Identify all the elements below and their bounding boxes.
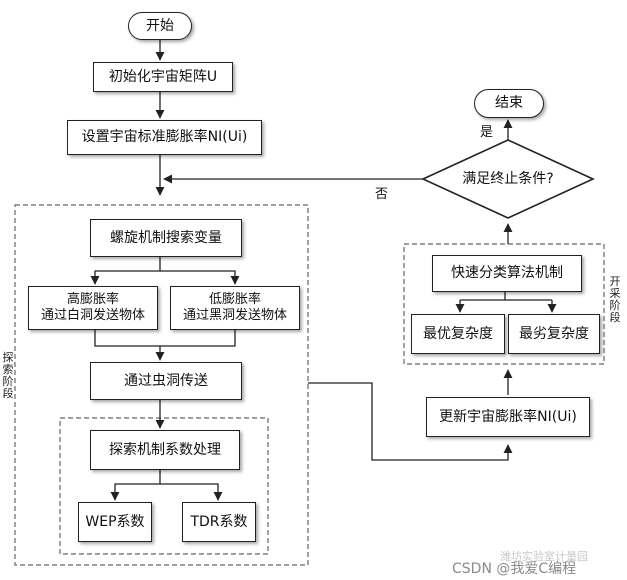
low-rate-label: 低膨胀率 通过黑洞发送物体: [182, 292, 287, 323]
end-node: 结束: [474, 89, 544, 118]
set-rate-label: 设置宇宙标准膨胀率NI(Ui): [81, 129, 248, 145]
fast-sort-node: 快速分类算法机制: [432, 255, 582, 292]
explore-coef-subgroup-frame: [59, 417, 269, 555]
decision-label: 满足终止条件?: [462, 170, 554, 187]
explore-group-label: 探索阶段: [2, 351, 14, 400]
tdr-label: TDR系数: [190, 513, 248, 530]
faint-watermark: 潍坊实验室计量园: [500, 550, 588, 563]
high-rate-node: 高膨胀率 通过白洞发送物体: [28, 286, 158, 330]
no-label: 否: [375, 187, 389, 202]
arrow-spiral-high: [90, 257, 161, 285]
exploit-group-frame: [403, 243, 605, 365]
update-rate-node: 更新宇宙膨胀率NI(Ui): [426, 397, 590, 437]
wormhole-node: 通过虫洞传送: [90, 362, 242, 400]
fast-sort-label: 快速分类算法机制: [451, 265, 563, 281]
init-label: 初始化宇宙矩阵U: [108, 68, 218, 85]
explore-coef-node: 探索机制系数处理: [90, 430, 240, 470]
worst-node: 最劣复杂度: [508, 314, 600, 354]
arrow-coef-wep: [110, 470, 161, 501]
explore-coef-label: 探索机制系数处理: [109, 441, 221, 458]
spiral-label: 螺旋机制搜索变量: [110, 229, 222, 246]
init-node: 初始化宇宙矩阵U: [93, 62, 233, 92]
exploit-group-label: 开采阶段: [609, 275, 621, 324]
decision-diamond: [421, 139, 595, 219]
tdr-node: TDR系数: [182, 502, 256, 542]
explore-group-frame: [14, 204, 309, 566]
wormhole-label: 通过虫洞传送: [124, 372, 208, 389]
arrow-explore-update: [308, 382, 513, 461]
wep-node: WEP系数: [78, 502, 152, 542]
wep-label: WEP系数: [85, 513, 145, 530]
arrow-highlow-wormhole: [94, 330, 236, 347]
yes-label: 是: [480, 125, 494, 140]
best-label: 最优复杂度: [423, 325, 493, 342]
update-rate-label: 更新宇宙膨胀率NI(Ui): [439, 408, 577, 425]
arrow-spiral-low: [160, 270, 240, 285]
decision-text: 满足终止条件?: [443, 168, 573, 190]
start-label: 开始: [146, 17, 174, 34]
arrow-coef-tdr: [160, 483, 223, 501]
csdn-watermark: CSDN @我爱C编程: [452, 561, 577, 577]
high-rate-label: 高膨胀率 通过白洞发送物体: [40, 292, 145, 323]
spiral-node: 螺旋机制搜索变量: [90, 219, 242, 257]
low-rate-node: 低膨胀率 通过黑洞发送物体: [170, 286, 300, 330]
set-rate-node: 设置宇宙标准膨胀率NI(Ui): [67, 120, 262, 155]
worst-label: 最劣复杂度: [519, 325, 589, 342]
best-node: 最优复杂度: [411, 314, 505, 354]
start-node: 开始: [128, 12, 192, 40]
end-label: 结束: [495, 95, 523, 111]
